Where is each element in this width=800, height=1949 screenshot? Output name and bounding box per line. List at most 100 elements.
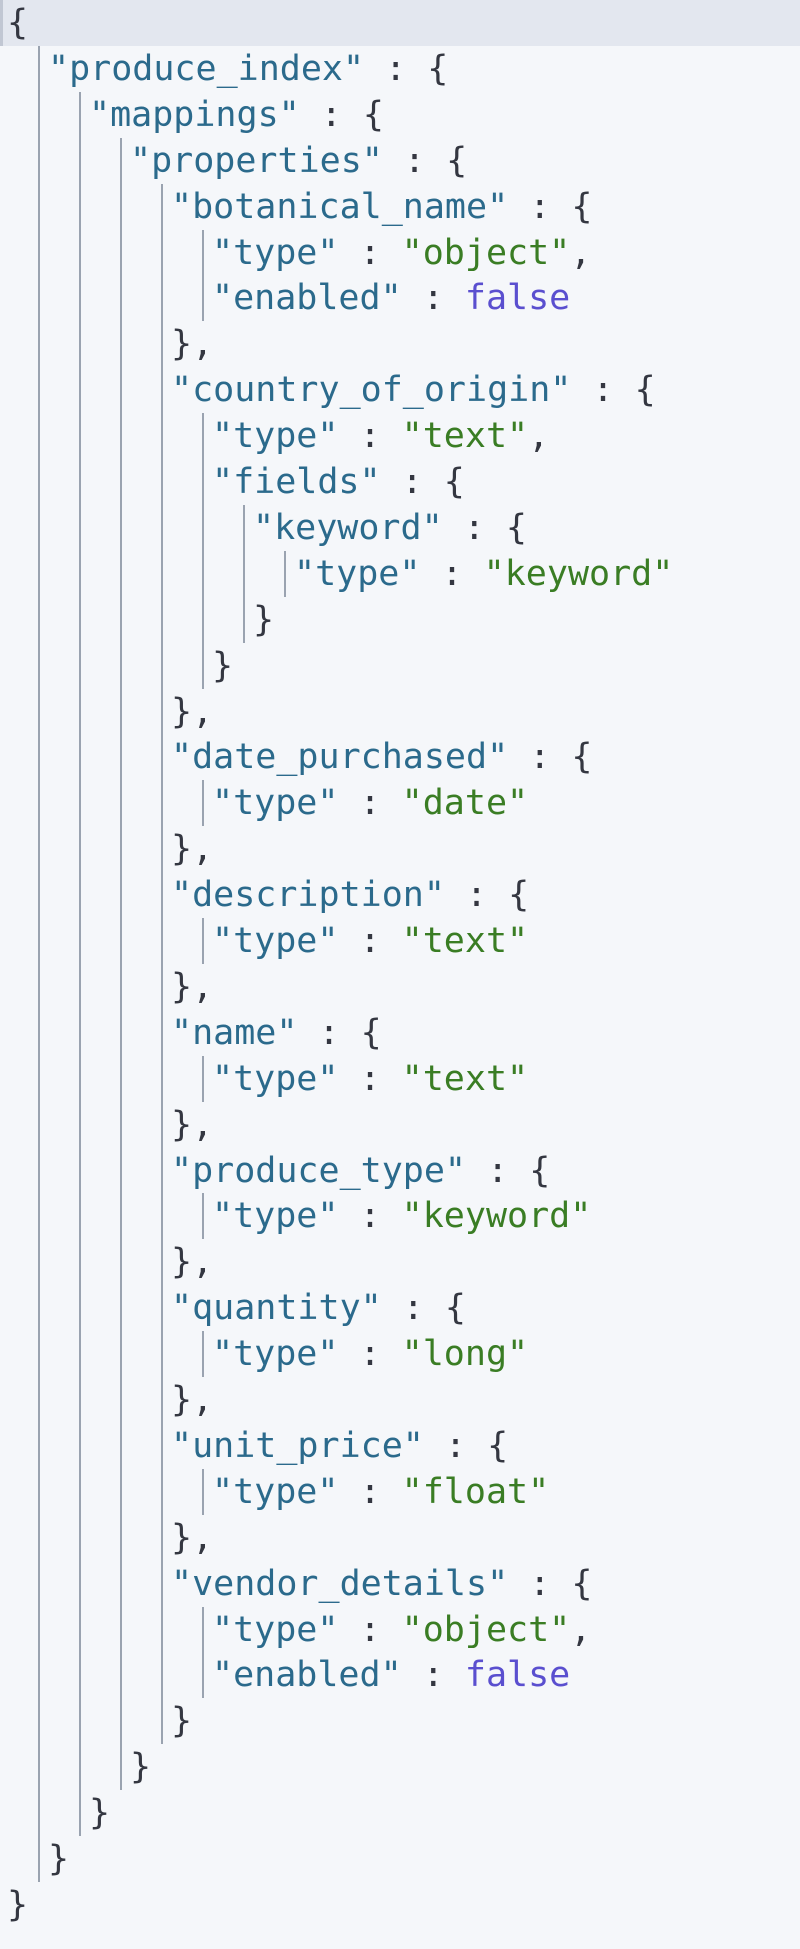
code-text: "produce_index" : { [48, 46, 448, 92]
indent-guide [79, 1147, 81, 1194]
indent-guide [79, 1698, 81, 1745]
code-line: { [0, 0, 800, 46]
indent-guide [38, 183, 40, 230]
json-key: "fields" [212, 462, 381, 502]
json-punctuation: : { [444, 875, 530, 916]
code-line: "quantity" : { [0, 1285, 800, 1332]
indent-guide [161, 183, 163, 230]
json-punctuation: : { [508, 737, 593, 778]
indent-guide [161, 321, 163, 368]
cursor-line-marker [0, 0, 3, 46]
code-text: } [171, 1698, 192, 1744]
json-punctuation: , [528, 416, 550, 457]
json-string: "keyword" [483, 553, 674, 594]
code-line: "type" : "float" [0, 1468, 800, 1515]
code-text: }, [171, 1102, 213, 1148]
indent-guide [38, 1193, 40, 1240]
indent-guide [79, 1514, 81, 1561]
code-text: "vendor_details" : { [171, 1561, 592, 1607]
code-text: "type" : "long" [212, 1331, 528, 1377]
indent-guide [120, 275, 122, 322]
indent-guide [202, 550, 204, 597]
json-string: "float" [401, 1471, 550, 1512]
indent-guide [284, 550, 286, 597]
json-key: "vendor_details" [171, 1563, 509, 1604]
indent-guide [161, 229, 163, 276]
indent-guide [161, 1285, 163, 1332]
json-punctuation: : { [508, 186, 593, 227]
json-key: "type" [212, 1471, 339, 1512]
indent-guide [120, 1193, 122, 1240]
code-text: "enabled" : false [212, 275, 570, 321]
json-punctuation: } [212, 645, 234, 686]
indent-guide [161, 1193, 163, 1240]
code-line: "type" : "text" [0, 918, 800, 964]
code-text: }, [171, 964, 213, 1010]
json-key: "type" [212, 232, 339, 273]
indent-guide [38, 275, 40, 322]
indent-guide [79, 1377, 81, 1423]
indent-guide [120, 1285, 122, 1332]
code-line: } [0, 1882, 800, 1928]
json-punctuation: : { [508, 1563, 593, 1604]
indent-guide [38, 642, 40, 689]
indent-guide [161, 1606, 163, 1653]
json-punctuation: { [7, 3, 29, 43]
code-text: { [7, 0, 28, 46]
code-line: } [0, 1790, 800, 1837]
json-punctuation: }, [171, 324, 214, 365]
indent-guide [38, 918, 40, 964]
indent-guide [38, 137, 40, 184]
indent-guide [161, 550, 163, 597]
indent-guide [79, 1239, 81, 1286]
code-text: "type" : "float" [212, 1469, 549, 1515]
indent-guide [202, 642, 204, 689]
indent-guide [161, 1468, 163, 1515]
indent-guide [38, 1422, 40, 1469]
code-line: }, [0, 688, 800, 735]
json-punctuation: }, [171, 1380, 214, 1420]
indent-guide [79, 596, 81, 643]
code-line: "produce_type" : { [0, 1147, 800, 1194]
indent-guide [161, 1147, 163, 1194]
code-text: "type" : "object", [212, 230, 591, 276]
indent-guide [161, 596, 163, 643]
indent-guide [79, 183, 81, 230]
indent-guide [120, 413, 122, 460]
json-punctuation: : [338, 1334, 402, 1375]
code-text: "type" : "text", [212, 413, 549, 459]
indent-guide [79, 1285, 81, 1332]
code-line: "mappings" : { [0, 91, 800, 138]
indent-guide [120, 1055, 122, 1102]
indent-guide [120, 1468, 122, 1515]
indent-guide [120, 1606, 122, 1653]
indent-guide [38, 1468, 40, 1515]
indent-guide [161, 275, 163, 322]
code-line: } [0, 1836, 800, 1882]
json-key: "type" [212, 1196, 339, 1237]
indent-guide [38, 1790, 40, 1837]
code-line: "type" : "keyword" [0, 550, 800, 597]
code-line: "type" : "text", [0, 413, 800, 460]
json-punctuation: : { [466, 1150, 551, 1191]
indent-guide [161, 1652, 163, 1699]
code-text: "date_purchased" : { [171, 734, 592, 780]
json-key: "unit_price" [171, 1425, 424, 1466]
json-punctuation: : { [423, 1425, 509, 1466]
code-line: "date_purchased" : { [0, 734, 800, 781]
code-line: "type" : "object", [0, 1606, 800, 1653]
code-text: "type" : "date" [212, 780, 528, 826]
json-key: "botanical_name" [171, 186, 509, 227]
code-line: "country_of_origin" : { [0, 367, 800, 414]
indent-guide [79, 1606, 81, 1653]
json-key: "produce_type" [171, 1150, 467, 1191]
indent-guide [120, 780, 122, 827]
indent-guide [38, 45, 40, 92]
indent-guide [120, 504, 122, 551]
json-key: "properties" [130, 140, 383, 181]
indent-guide [161, 367, 163, 414]
json-punctuation: : [338, 416, 402, 457]
indent-guide [120, 872, 122, 919]
indent-guide [120, 734, 122, 781]
